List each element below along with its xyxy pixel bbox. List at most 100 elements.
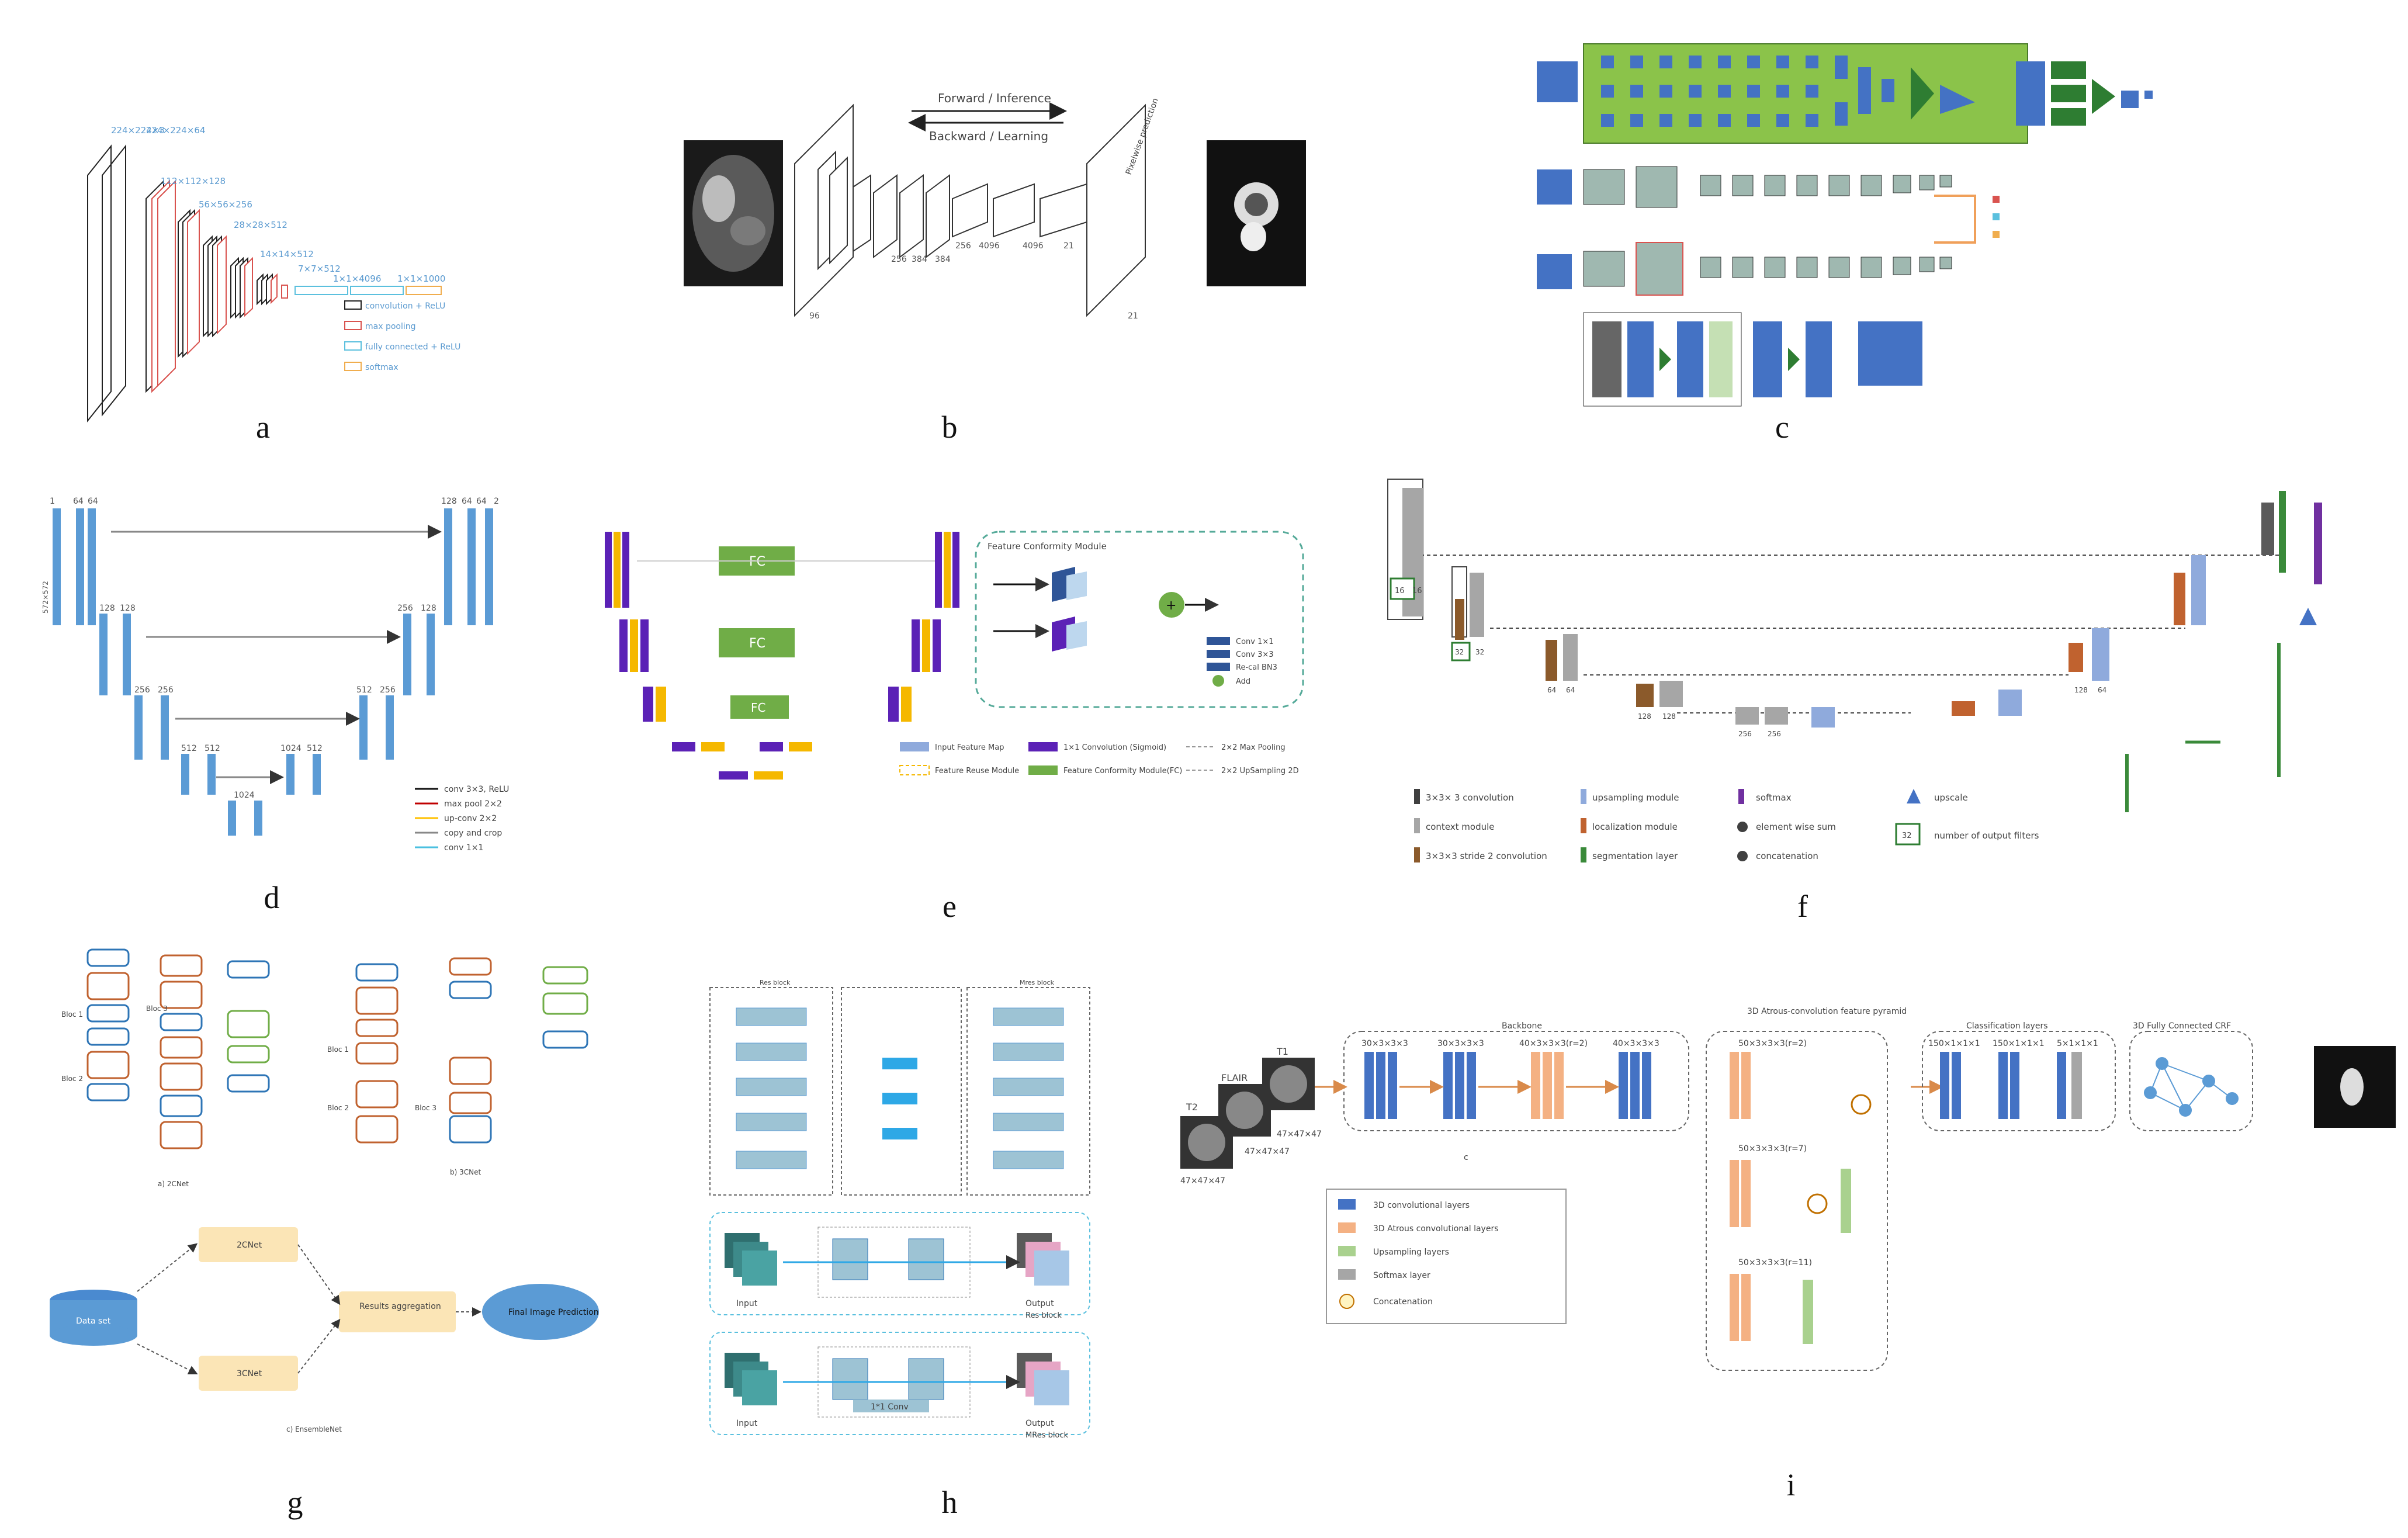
svg-text:50×3×3×3(r=11): 50×3×3×3(r=11) [1738,1258,1812,1267]
unet-legend: conv 3×3, ReLU max pool 2×2 up-conv 2×2 … [415,785,509,853]
svg-text:256: 256 [1768,730,1781,738]
svg-text:384: 384 [935,255,951,264]
svg-text:max pooling: max pooling [365,322,416,331]
caption-h: h [941,1485,958,1520]
svg-text:64: 64 [1566,686,1575,694]
svg-text:50×3×3×3(r=7): 50×3×3×3(r=7) [1738,1144,1807,1154]
svg-text:128: 128 [1662,712,1676,720]
panel-i-svg: FLAIR T1 T2 47×47×47 47×47×47 47×47×47 B… [1180,1007,2396,1371]
svg-text:572×572: 572×572 [41,581,50,614]
svg-text:256: 256 [134,685,150,695]
svg-text:47×47×47: 47×47×47 [1180,1176,1225,1186]
svg-text:1*1 Conv: 1*1 Conv [871,1402,909,1412]
panel-f-3dunet-diagram: 16 16 32 32 64 64 128 128 256 256 128 [1356,473,2337,871]
svg-text:4096: 4096 [1023,241,1044,251]
svg-text:128: 128 [441,497,457,506]
svg-text:64: 64 [1547,686,1556,694]
svg-text:3CNet: 3CNet [237,1369,262,1378]
svg-text:47×47×47: 47×47×47 [1245,1147,1290,1156]
svg-text:3×3× 3 convolution: 3×3× 3 convolution [1426,792,1514,803]
panel-e-legend: Input Feature Map 1×1 Convolution (Sigmo… [899,742,1299,775]
svg-text:Input: Input [736,1299,758,1308]
svg-text:40×3×3×3: 40×3×3×3 [1613,1039,1659,1048]
svg-text:3D convolutional layers: 3D convolutional layers [1373,1201,1470,1210]
panel-c-svg [1537,43,2153,407]
svg-text:150×1×1×1: 150×1×1×1 [1928,1039,1980,1048]
svg-text:Bloc 3: Bloc 3 [146,1004,168,1013]
svg-text:Re-cal BN3: Re-cal BN3 [1236,663,1277,672]
svg-text:112×112×128: 112×112×128 [161,176,226,186]
svg-text:element wise sum: element wise sum [1756,822,1836,832]
svg-text:Conv 1×1: Conv 1×1 [1236,638,1274,646]
svg-text:Mres block: Mres block [1020,979,1055,986]
svg-text:upscale: upscale [1934,792,1968,803]
svg-text:96: 96 [809,311,820,321]
svg-text:softmax: softmax [365,363,399,372]
svg-text:MRes block: MRes block [1025,1431,1069,1440]
svg-text:384: 384 [912,255,927,264]
svg-text:Feature Conformity Module(FC): Feature Conformity Module(FC) [1063,767,1182,775]
svg-text:32: 32 [1902,832,1912,840]
svg-text:256: 256 [1738,730,1752,738]
vgg-svg: 224×224×3 224×224×64 112×112×128 56×56×2… [87,125,460,422]
svg-text:max pool 2×2: max pool 2×2 [444,799,502,809]
caption-a: a [256,410,270,445]
svg-text:2CNet: 2CNet [237,1241,262,1250]
svg-text:2×2 UpSampling 2D: 2×2 UpSampling 2D [1221,767,1299,775]
svg-text:1024: 1024 [280,744,302,753]
svg-text:Final Image Prediction: Final Image Prediction [508,1308,599,1317]
svg-text:3D Atrous-convolution feature: 3D Atrous-convolution feature pyramid [1747,1007,1907,1016]
svg-text:Bloc 2: Bloc 2 [61,1075,83,1083]
svg-text:c: c [1464,1153,1468,1162]
svg-text:256: 256 [158,685,174,695]
svg-text:a) 2CNet: a) 2CNet [158,1180,189,1188]
svg-text:4096: 4096 [979,241,1000,251]
svg-text:128: 128 [421,604,436,613]
svg-text:40×3×3×3(r=2): 40×3×3×3(r=2) [1519,1039,1588,1048]
svg-text:21: 21 [1063,241,1074,251]
svg-text:Feature Conformity Module: Feature Conformity Module [988,541,1107,552]
panel-c-multipath-diagram [1531,43,2185,418]
svg-text:Output: Output [1025,1419,1054,1428]
caption-d: d [264,880,280,915]
svg-text:224×224×64: 224×224×64 [146,125,205,136]
svg-text:21: 21 [1128,311,1138,321]
caption-b: b [941,410,958,445]
svg-text:7×7×512: 7×7×512 [298,264,341,274]
svg-text:conv 1×1: conv 1×1 [444,843,483,853]
vgg-input-slab [87,144,112,422]
svg-text:convolution + ReLU: convolution + ReLU [365,302,445,311]
svg-text:upsampling module: upsampling module [1592,792,1679,803]
svg-text:Concatenation: Concatenation [1373,1297,1433,1307]
svg-text:Bloc 1: Bloc 1 [327,1045,349,1054]
svg-text:3×3×3 stride 2 convolution: 3×3×3 stride 2 convolution [1426,851,1547,861]
svg-text:Results aggregation: Results aggregation [359,1302,441,1311]
svg-text:T1: T1 [1276,1046,1288,1057]
svg-text:c) EnsembleNet: c) EnsembleNet [286,1425,342,1433]
panel-g-ensemblenet-diagram: Bloc 1 Bloc 2 Bloc 3 Bloc 1 Bloc 2 Bloc … [41,941,625,1437]
panel-d-unet-diagram: 1 64 64 128 64 64 2 128 128 256 128 256 … [41,497,567,859]
fcn-svg: 256 384 384 256 4096 4096 21 96 21 Forwa… [684,91,1306,321]
svg-text:Res block: Res block [1025,1311,1062,1320]
svg-text:conv 3×3, ReLU: conv 3×3, ReLU [444,785,509,794]
svg-text:16: 16 [1395,587,1405,595]
caption-i: i [1786,1467,1796,1502]
svg-text:Bloc 1: Bloc 1 [61,1010,83,1019]
svg-text:1: 1 [50,497,55,506]
svg-text:47×47×47: 47×47×47 [1277,1130,1322,1139]
panel-g-svg: Bloc 1 Bloc 2 Bloc 3 Bloc 1 Bloc 2 Bloc … [50,948,599,1433]
svg-text:+: + [1166,598,1176,613]
svg-text:Input Feature Map: Input Feature Map [935,743,1004,752]
caption-e: e [943,889,957,924]
svg-text:Feature Reuse Module: Feature Reuse Module [935,767,1019,775]
svg-text:FC: FC [751,701,765,715]
panel-e-svg: FC FC FC Feature Conformity Module + Con… [605,531,1304,780]
svg-text:3D Fully Connected CRF: 3D Fully Connected CRF [2133,1021,2231,1031]
svg-text:segmentation layer: segmentation layer [1592,851,1678,861]
svg-text:256: 256 [397,604,413,613]
svg-text:5×1×1×1: 5×1×1×1 [2057,1039,2098,1048]
svg-text:localization module: localization module [1592,822,1678,832]
svg-text:Upsampling layers: Upsampling layers [1373,1248,1449,1257]
svg-text:Add: Add [1236,677,1250,686]
panel-b-fcn-diagram: 256 384 384 256 4096 4096 21 96 21 Forwa… [678,82,1309,327]
